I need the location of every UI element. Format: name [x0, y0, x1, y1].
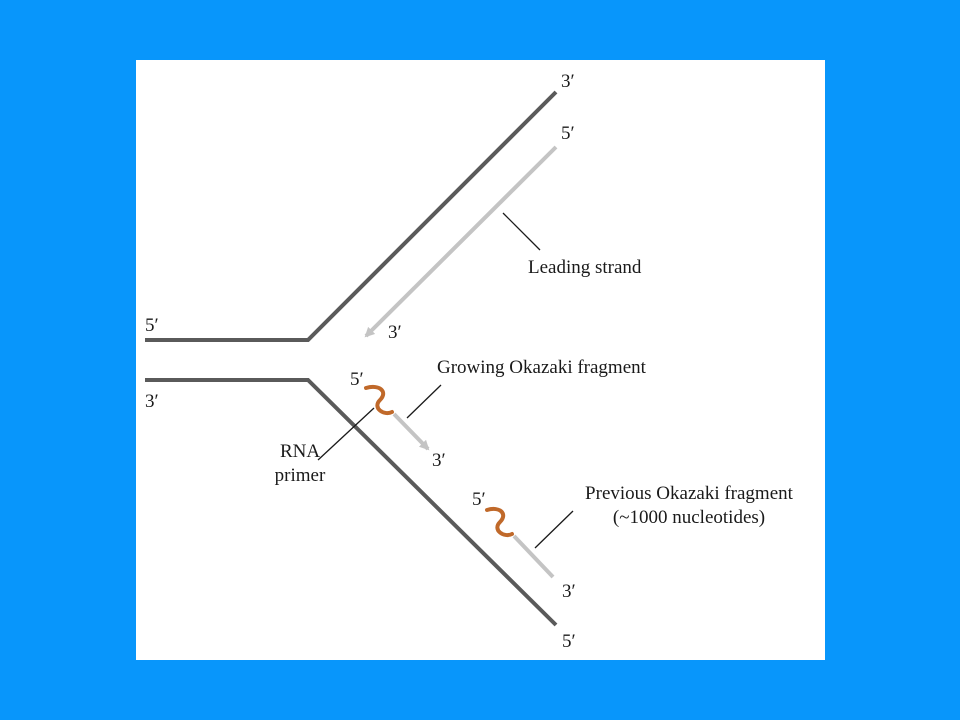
previous-fragment-label-line1: Previous Okazaki fragment — [585, 483, 793, 504]
left-bottom-3prime-label: 3′ — [145, 391, 159, 412]
rna-primer-label: RNA primer — [262, 440, 338, 488]
previous-fragment-3prime-label: 3′ — [562, 581, 576, 602]
growing-fragment-leader — [406, 384, 442, 419]
top-strand-3prime-label: 3′ — [561, 71, 575, 92]
growing-okazaki-fragment-label: Growing Okazaki fragment — [437, 357, 646, 378]
diagram-panel — [136, 60, 825, 660]
previous-fragment-label-line2: (~1000 nucleotides) — [612, 506, 766, 528]
previous-fragment-5prime-label: 5′ — [472, 489, 486, 510]
previous-okazaki-fragment-label: Previous Okazaki fragment (~1000 nucleot… — [558, 482, 820, 530]
upper-template-strand — [145, 90, 558, 342]
growing-fragment-5prime-label: 5′ — [350, 369, 364, 390]
previous-fragment-rna-primer — [485, 507, 514, 537]
rna-primer-leader — [317, 407, 375, 461]
leading-strand-line — [364, 145, 558, 338]
rna-primer-label-line2: primer — [274, 464, 326, 486]
lower-template-strand — [145, 378, 558, 627]
leading-strand-5prime-label: 5′ — [561, 123, 575, 144]
bottom-strand-5prime-label: 5′ — [562, 631, 576, 652]
rna-primer-label-line1: RNA — [279, 441, 321, 462]
previous-fragment-leader — [534, 510, 574, 549]
leading-strand-label: Leading strand — [528, 257, 642, 278]
leading-strand-3prime-label: 3′ — [388, 322, 402, 343]
growing-okazaki-fragment-line — [392, 412, 430, 451]
growing-fragment-3prime-label: 3′ — [432, 450, 446, 471]
growing-fragment-rna-primer — [364, 385, 394, 415]
left-top-5prime-label: 5′ — [145, 315, 159, 336]
leading-strand-leader — [502, 212, 541, 251]
previous-okazaki-fragment-line — [512, 534, 555, 579]
